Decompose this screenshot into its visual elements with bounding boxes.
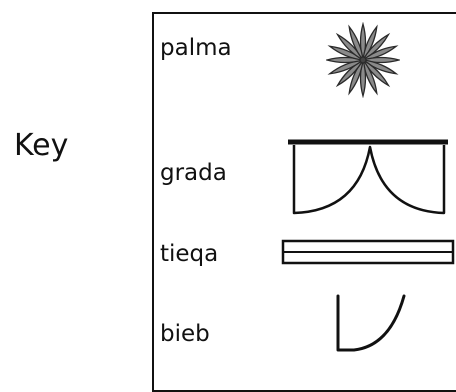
- grandstand-icon: [288, 139, 448, 215]
- legend-label-palma: palma: [160, 35, 232, 61]
- key-title: Key: [14, 128, 69, 163]
- door-icon: [336, 294, 406, 352]
- palm-tree-icon: [326, 22, 400, 98]
- legend-label-tieqa: tieqa: [160, 241, 219, 267]
- legend-label-bieb: bieb: [160, 321, 210, 347]
- legend-box: palma grada tieqa bieb: [152, 12, 456, 392]
- legend-label-grada: grada: [160, 160, 227, 186]
- window-icon: [281, 239, 455, 265]
